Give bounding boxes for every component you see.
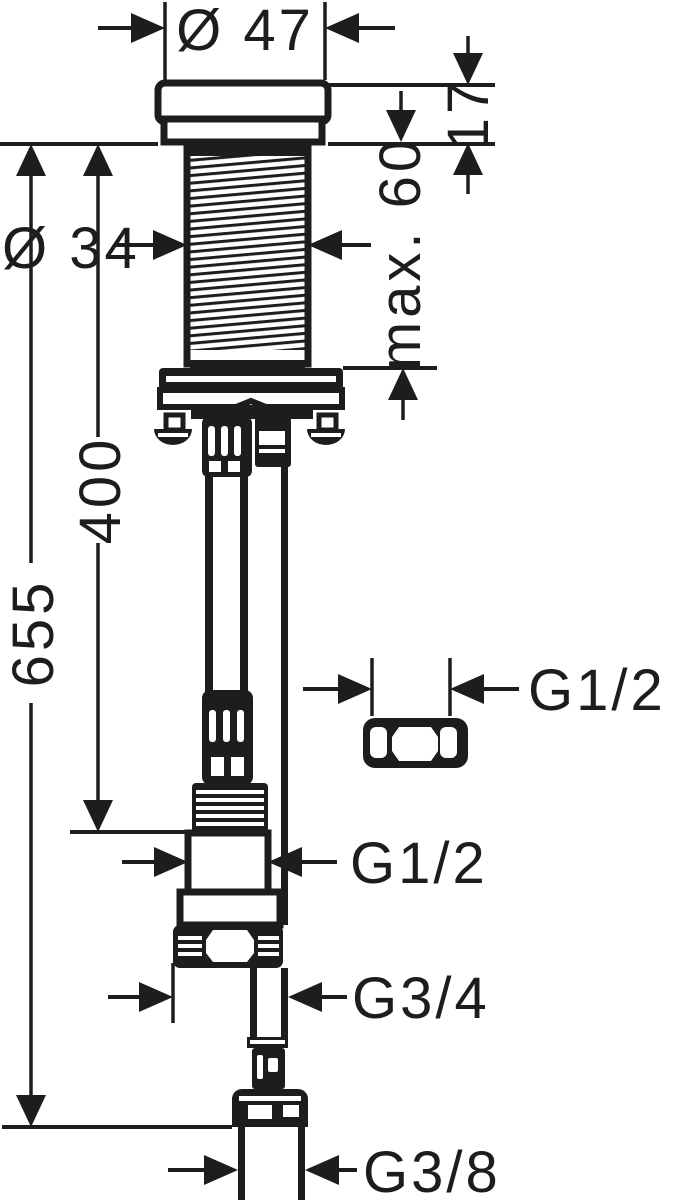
- outlet-stub: [255, 417, 291, 467]
- dim-max-fastening-depth: max. 60: [343, 91, 437, 420]
- dim-top-diameter: Ø 47: [98, 0, 395, 80]
- hose-connector-upper: [202, 417, 252, 477]
- knurled-nut: [192, 783, 268, 833]
- union-nut: [173, 925, 283, 968]
- connection-pipe: [250, 968, 288, 1038]
- label-length-to-thread: 400: [68, 436, 133, 545]
- dim-nut-thread: G1/2: [303, 658, 666, 723]
- dim-inlet-thread: G3/8: [168, 1140, 501, 1200]
- hose-connector-lower: [202, 690, 253, 785]
- inlet-tube: [238, 1127, 305, 1200]
- label-cap-height: 17: [436, 78, 501, 151]
- dim-length-to-thread: 400: [68, 144, 192, 834]
- compression-nut: [232, 1089, 308, 1127]
- dim-outlet-thread: G1/2: [122, 831, 488, 896]
- mounting-screw-right: [307, 412, 345, 445]
- dim-union-thread: G3/4: [108, 963, 490, 1031]
- label-nut-thread: G1/2: [528, 658, 666, 723]
- escutcheon-cap: [154, 79, 332, 146]
- hex-nut: [363, 718, 468, 768]
- mounting-thread: [183, 142, 312, 368]
- dim-thread-diameter: Ø 34: [2, 216, 371, 281]
- label-outlet-thread: G1/2: [350, 831, 488, 896]
- mounting-screw-left: [154, 412, 192, 445]
- dim-cap-height: 17: [436, 36, 501, 194]
- label-top-diameter: Ø 47: [176, 0, 314, 63]
- label-inlet-thread: G3/8: [363, 1140, 501, 1200]
- dim-total-length: 655: [1, 144, 66, 1127]
- base-flange: [157, 368, 345, 419]
- pull-rod: [281, 461, 288, 925]
- label-max-fastening-depth: max. 60: [368, 136, 433, 370]
- outlet-thread-stub: [184, 829, 272, 897]
- label-union-thread: G3/4: [352, 966, 490, 1031]
- pipe-fitting: [247, 1037, 288, 1089]
- label-total-length: 655: [1, 579, 66, 688]
- adapter-block: [176, 888, 284, 929]
- label-thread-diameter: Ø 34: [2, 216, 140, 281]
- supply-tube: [205, 473, 248, 692]
